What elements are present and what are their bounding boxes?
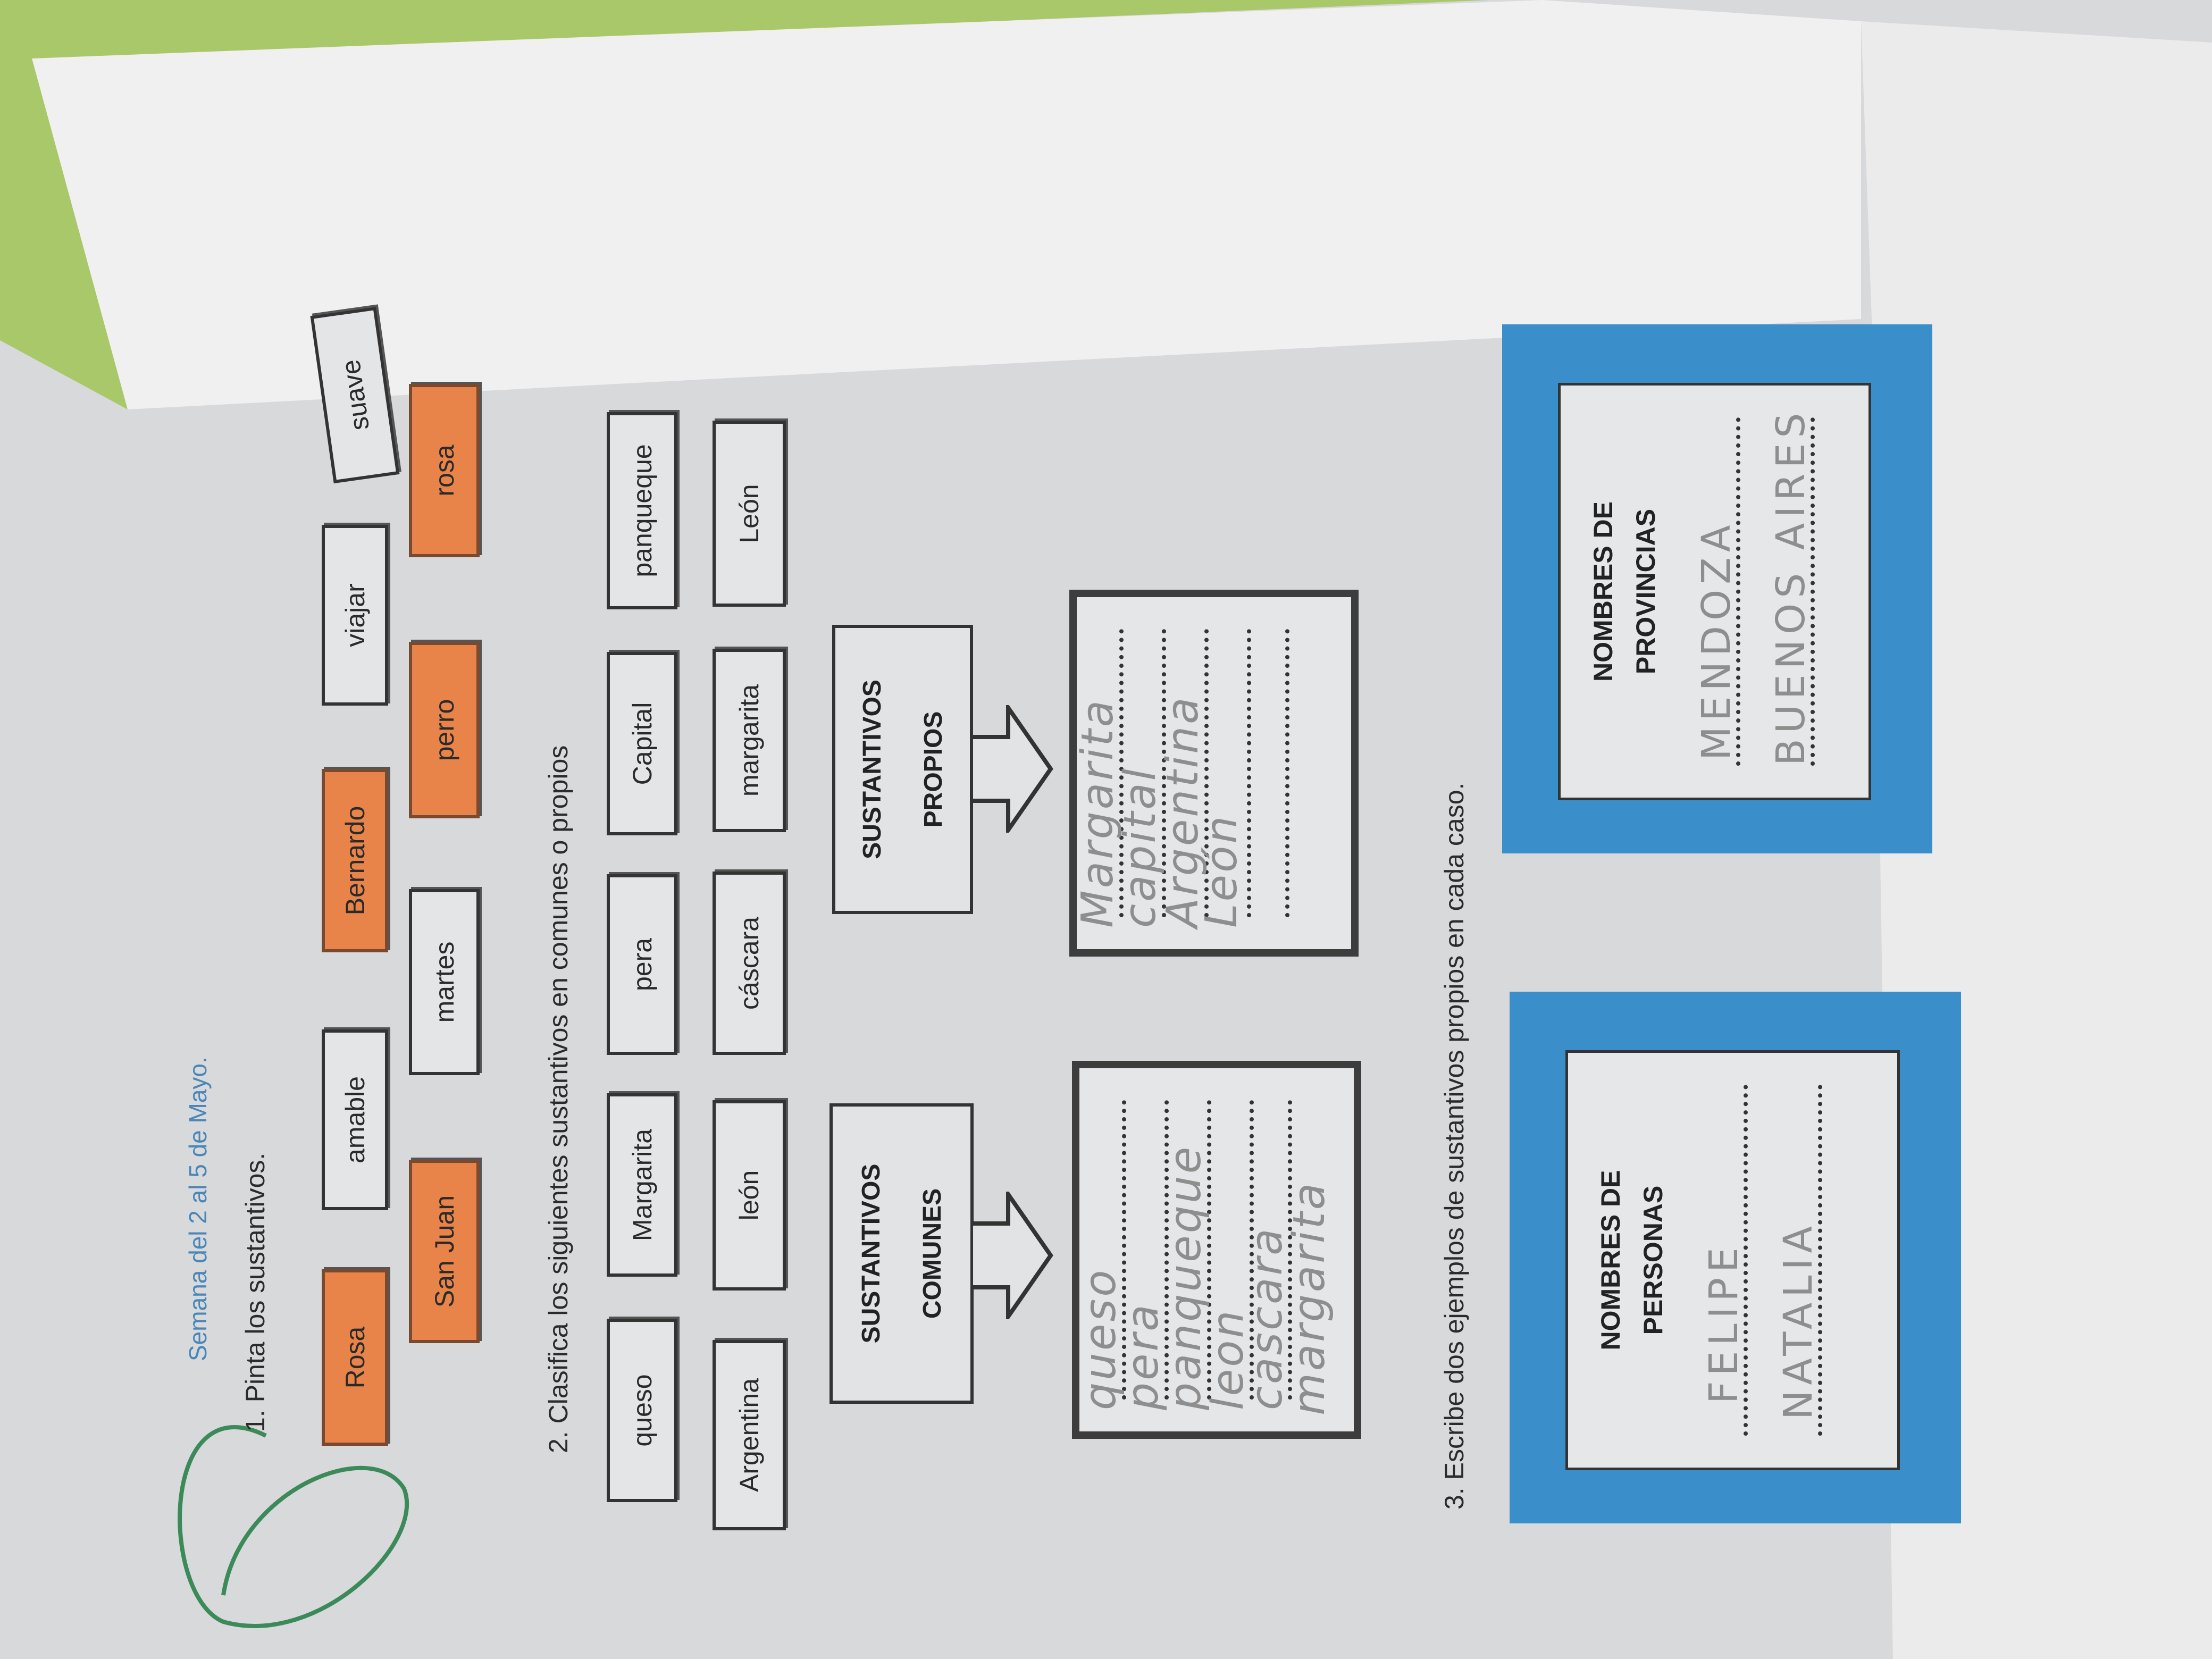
handwritten-answer: BUENOS AIRES: [1768, 407, 1814, 766]
personas-title-line2: PERSONAS: [1638, 1185, 1668, 1335]
personas-inner: NOMBRES DE PERSONAS FELIPE NATALIA: [1565, 1050, 1900, 1470]
provincias-frame: NOMBRES DE PROVINCIAS MENDOZA BUENOS AIR…: [1502, 324, 1932, 853]
comunes-answer-box: queso pera panqueque leon cascara margar…: [1072, 1061, 1361, 1439]
propios-label-line2: PROPIOS: [919, 711, 948, 828]
word-box: Argentina: [713, 1340, 786, 1530]
word-box[interactable]: martes: [409, 889, 480, 1075]
word-box[interactable]: Bernardo: [322, 769, 388, 952]
word-box[interactable]: suave: [310, 306, 400, 484]
week-title: Semana del 2 al 5 de Mayo.: [184, 1057, 212, 1361]
propios-label-line1: SUSTANTIVOS: [858, 680, 886, 859]
word-box: León: [713, 421, 786, 607]
paper-flap: [32, 0, 1861, 409]
handwritten-answer: FELIPE: [1701, 1242, 1747, 1404]
word-box: león: [713, 1100, 786, 1291]
personas-frame: NOMBRES DE PERSONAS FELIPE NATALIA: [1510, 992, 1961, 1523]
provincias-title-line2: PROVINCIAS: [1631, 508, 1661, 675]
exercise2-instruction: 2. Clasifica los siguientes sustantivos …: [543, 745, 573, 1453]
word-box[interactable]: rosa: [409, 384, 480, 557]
comunes-label-box: SUSTANTIVOS COMUNES: [830, 1103, 974, 1404]
handwritten-answer: NATALIA: [1775, 1221, 1821, 1420]
word-box[interactable]: perro: [409, 642, 480, 818]
word-box: Capital: [607, 652, 677, 835]
propios-label-box: SUSTANTIVOS PROPIOS: [832, 625, 973, 914]
arrow-down-icon: [971, 1192, 1053, 1319]
word-box: pera: [607, 874, 677, 1055]
personas-title: NOMBRES DE PERSONAS: [1589, 1053, 1674, 1468]
word-box[interactable]: amable: [322, 1029, 388, 1210]
word-box: queso: [607, 1319, 677, 1502]
dotted-line: [1247, 629, 1251, 917]
personas-title-line1: NOMBRES DE: [1596, 1170, 1626, 1351]
green-pen-scribble: [178, 1425, 409, 1628]
handwritten-answer: margarita: [1284, 1180, 1335, 1415]
word-box: panqueque: [607, 412, 677, 609]
handwritten-answer: León: [1196, 814, 1247, 928]
word-box: margarita: [713, 649, 786, 832]
comunes-label-line2: COMUNES: [918, 1188, 946, 1319]
provincias-title: NOMBRES DE PROVINCIAS: [1582, 386, 1667, 798]
exercise3-instruction: 3. Escribe dos ejemplos de sustantivos p…: [1439, 782, 1469, 1510]
provincias-title-line1: NOMBRES DE: [1588, 501, 1618, 682]
dotted-line: [1285, 629, 1289, 917]
word-box: cáscara: [713, 872, 786, 1055]
word-box: Margarita: [607, 1093, 677, 1277]
provincias-inner: NOMBRES DE PROVINCIAS MENDOZA BUENOS AIR…: [1558, 383, 1871, 800]
arrow-down-icon: [971, 705, 1053, 833]
word-box[interactable]: Rosa: [322, 1269, 388, 1446]
word-box[interactable]: viajar: [322, 525, 388, 706]
propios-answer-box: Margarita capital Argentina León: [1069, 590, 1359, 957]
comunes-label-line1: SUSTANTIVOS: [857, 1163, 885, 1344]
handwritten-answer: MENDOZA: [1694, 520, 1739, 760]
word-box[interactable]: San Juan: [409, 1160, 480, 1343]
exercise1-instruction: 1. Pinta los sustantivos.: [240, 1152, 270, 1432]
